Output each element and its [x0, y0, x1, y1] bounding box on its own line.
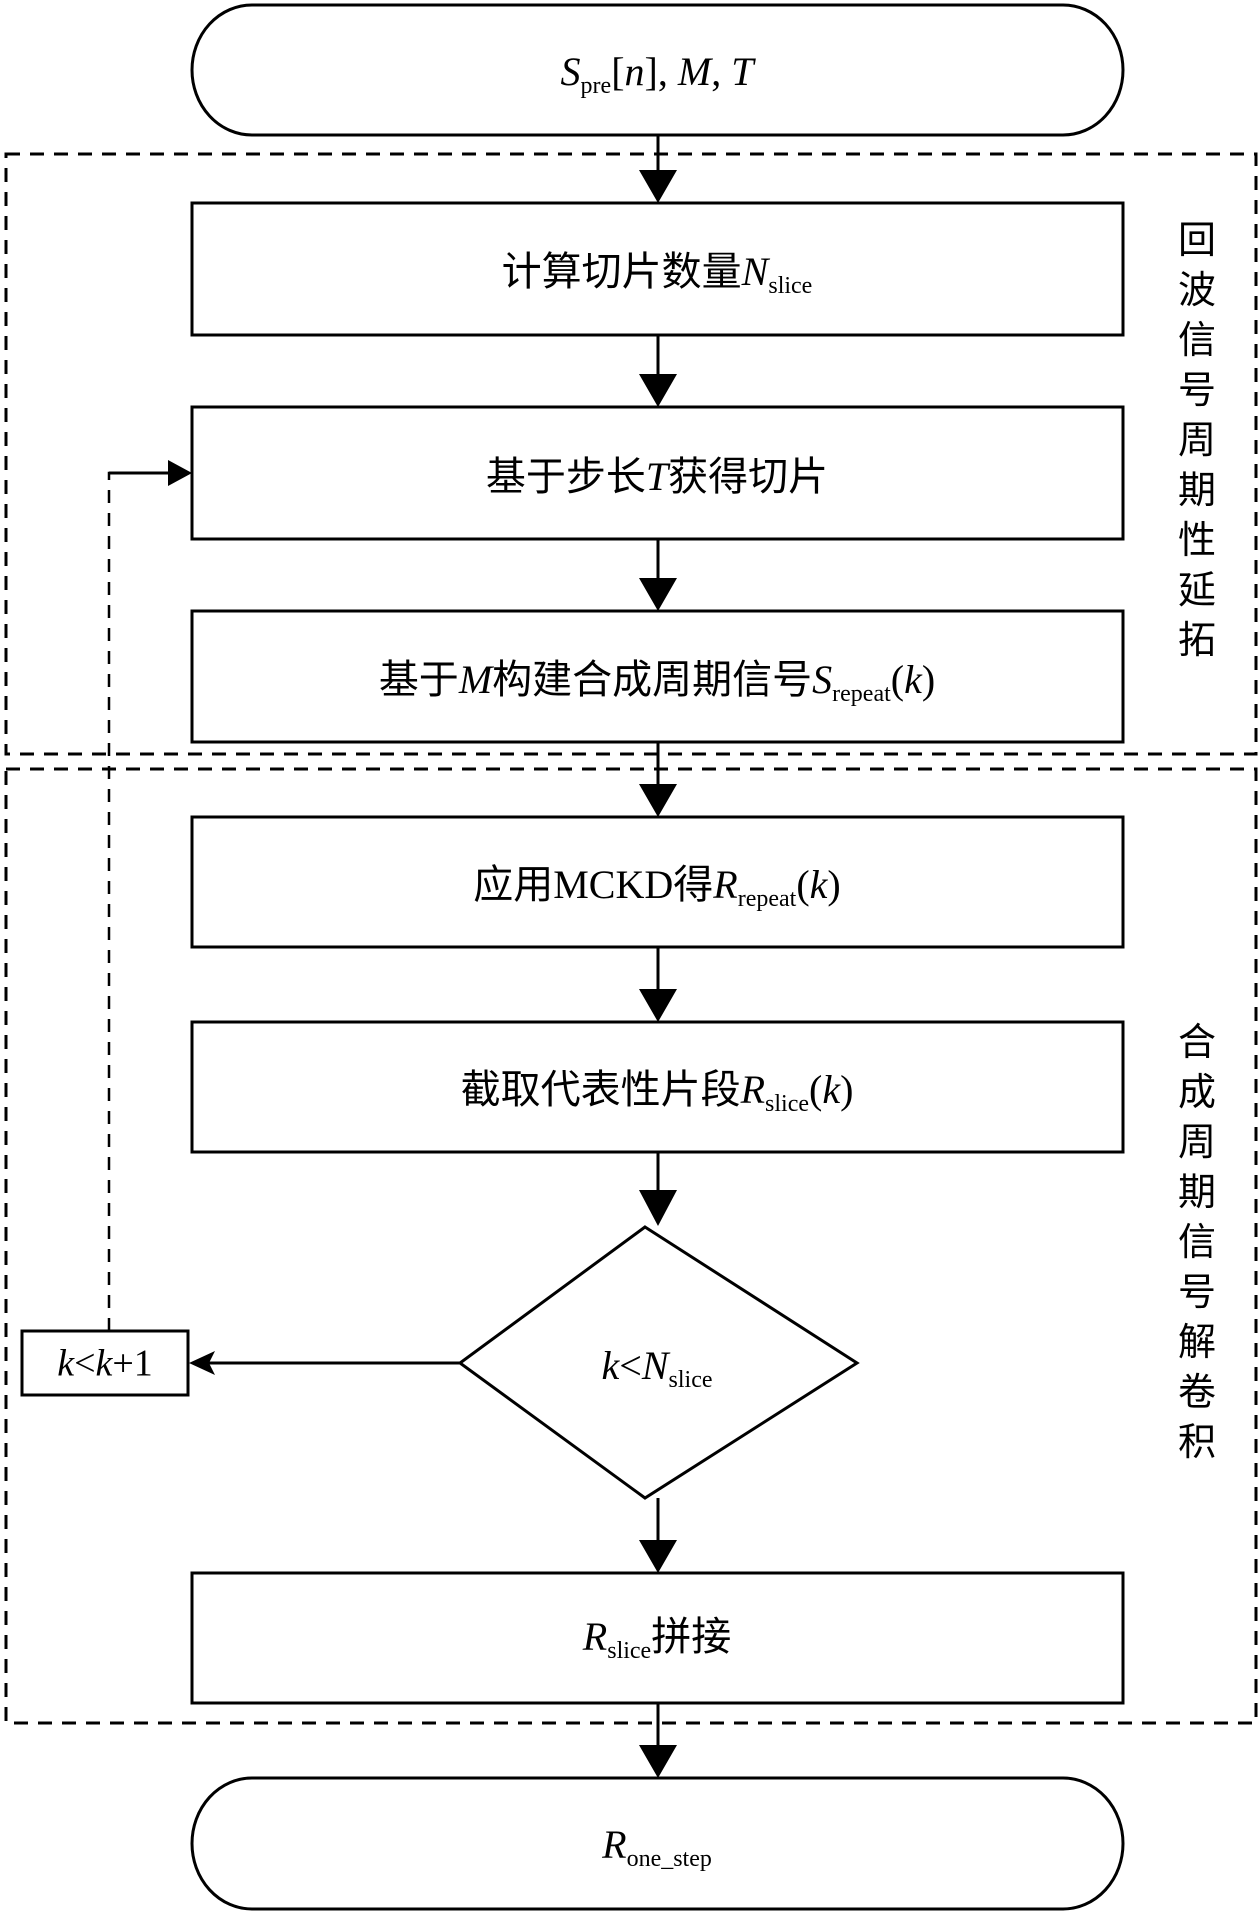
process-box-extract-segment — [190, 1020, 1125, 1154]
label-fragment: ) — [840, 1067, 854, 1112]
label-fragment: repeat — [832, 681, 891, 707]
feedback-loop-line — [107, 471, 170, 1331]
process-box-concatenate — [190, 1571, 1125, 1705]
increment-label: k<k+1 — [57, 1344, 153, 1383]
group-frame-deconvolution — [4, 767, 1258, 1725]
label-fragment: T — [645, 454, 669, 499]
step-get-slice-label: 基于步长T获得切片 — [485, 454, 829, 500]
arrowhead — [639, 170, 677, 203]
label-fragment: S — [560, 49, 581, 94]
label-fragment: R — [582, 1614, 608, 1659]
label-fragment: 计算切片数量 — [501, 249, 742, 295]
label-fragment: < — [619, 1343, 642, 1388]
arrowhead — [189, 1351, 215, 1375]
label-fragment: [ — [611, 49, 625, 94]
step-apply-mckd-label: 应用MCKD得Rrepeat(k) — [473, 862, 841, 912]
label-fragment: 获得切片 — [668, 454, 829, 500]
label-fragment: M — [458, 657, 493, 702]
label-fragment: 基于步长 — [485, 454, 646, 500]
start-terminator — [190, 3, 1125, 137]
group-frame-periodic-extension — [4, 152, 1258, 756]
label-fragment: R — [602, 1822, 627, 1867]
label-fragment: k — [57, 1342, 75, 1385]
arrowhead — [639, 784, 677, 817]
decision-diamond — [457, 1225, 860, 1500]
increment-box — [20, 1329, 190, 1397]
label-fragment: 拼接 — [651, 1614, 732, 1660]
label-fragment: ( — [890, 657, 905, 702]
label-fragment: k — [809, 862, 828, 907]
label-fragment: 得 — [673, 862, 714, 908]
group-label-periodic-extension: 回波信号周期性延拓 — [1177, 218, 1216, 662]
label-fragment: 构建合成周期信号 — [492, 657, 813, 703]
label-fragment: k — [601, 1343, 620, 1388]
step-build-periodic-label: 基于M构建合成周期信号Srepeat(k) — [378, 657, 936, 707]
label-fragment: M — [677, 49, 712, 94]
group-label-deconvolution: 合成周期信号解卷积 — [1177, 1020, 1216, 1464]
label-fragment: one_step — [626, 1846, 712, 1872]
process-box-compute-slices — [190, 201, 1125, 337]
label-fragment: slice — [765, 1091, 809, 1117]
label-fragment: R — [713, 862, 738, 907]
flow-arrows — [107, 135, 677, 1778]
label-fragment: k — [95, 1342, 113, 1385]
label-fragment: < — [74, 1342, 96, 1385]
arrowhead — [639, 578, 677, 611]
label-fragment: 截取代表性片段 — [460, 1067, 741, 1113]
arrowhead — [168, 460, 192, 486]
end-terminator — [190, 1776, 1125, 1911]
label-fragment: , — [711, 49, 732, 94]
label-fragment: R — [740, 1067, 766, 1112]
arrowhead — [639, 374, 677, 407]
arrowhead — [639, 1745, 677, 1778]
arrowhead — [639, 1190, 677, 1226]
arrowhead — [639, 1540, 677, 1573]
process-box-apply-mckd — [190, 815, 1125, 949]
label-fragment: N — [641, 1343, 669, 1388]
label-fragment: k — [822, 1067, 841, 1112]
decision-label: k<Nslice — [601, 1343, 713, 1393]
label-fragment: ) — [921, 657, 936, 702]
end-label: Rone_step — [602, 1822, 712, 1872]
label-fragment: repeat — [737, 886, 797, 912]
label-fragment: pre — [580, 73, 612, 99]
label-fragment: slice — [607, 1638, 652, 1664]
start-label: Spre[n], M, T — [560, 49, 754, 99]
arrowhead — [639, 989, 677, 1022]
label-fragment: ], — [644, 49, 678, 94]
label-fragment: N — [741, 249, 769, 294]
label-fragment: slice — [768, 273, 813, 299]
label-fragment: 应用 — [473, 862, 554, 908]
label-fragment: ) — [827, 862, 841, 907]
label-fragment: S — [812, 657, 833, 702]
label-fragment: k — [904, 657, 922, 702]
label-fragment: MCKD — [553, 862, 674, 907]
label-fragment: ( — [796, 862, 810, 907]
label-fragment: 基于 — [378, 657, 459, 703]
step-concatenate-label: Rslice拼接 — [582, 1614, 732, 1664]
process-box-build-periodic — [190, 609, 1125, 744]
label-fragment: ( — [809, 1067, 823, 1112]
step-compute-slices-label: 计算切片数量Nslice — [501, 249, 813, 299]
label-fragment: n — [624, 49, 645, 94]
label-fragment: T — [731, 49, 754, 94]
label-fragment: +1 — [112, 1342, 153, 1385]
step-extract-segment-label: 截取代表性片段Rslice(k) — [460, 1067, 854, 1117]
label-fragment: slice — [668, 1367, 713, 1393]
